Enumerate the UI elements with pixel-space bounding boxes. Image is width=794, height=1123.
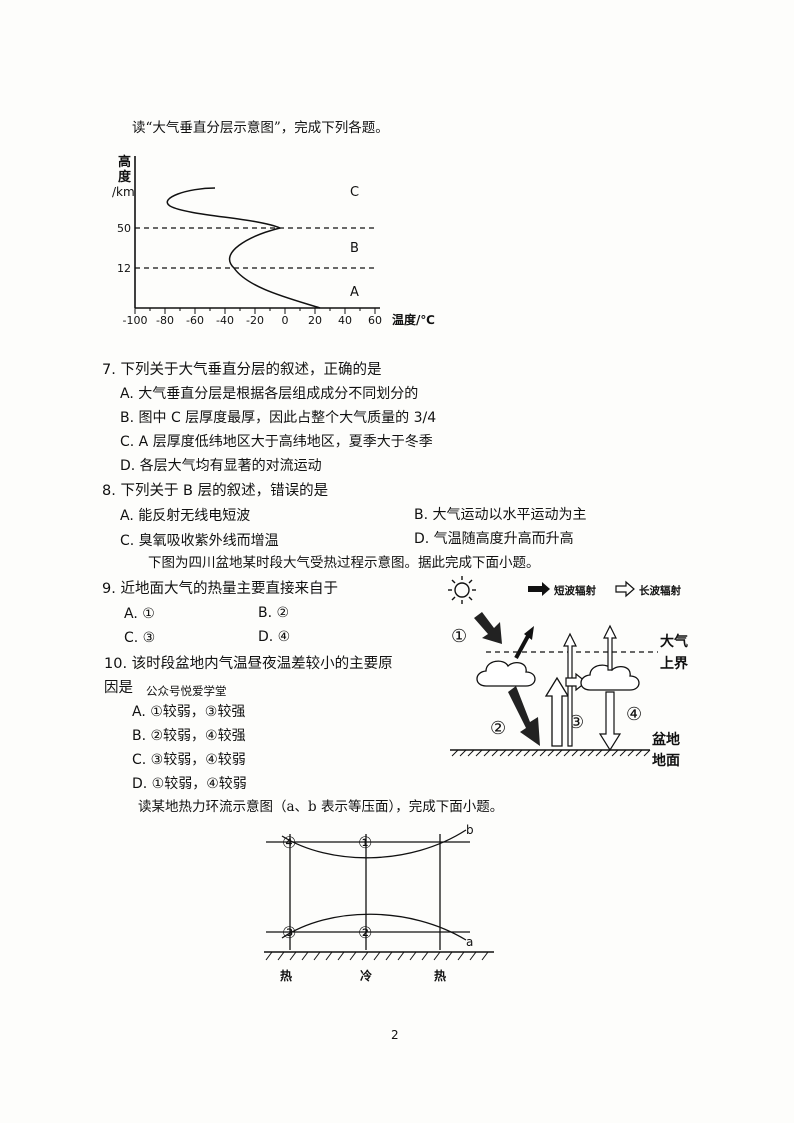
label-atmosphere-2: 上界 bbox=[660, 656, 689, 672]
marker-4: ④ bbox=[626, 704, 642, 725]
incoming-short-wave-arrow bbox=[474, 612, 502, 644]
isobar-b bbox=[281, 829, 467, 859]
long-wave-legend-icon bbox=[615, 580, 635, 598]
label-atmosphere-1: 大气 bbox=[660, 633, 688, 650]
marker-2: ② bbox=[490, 718, 506, 739]
q10-stem-line2: 因是 bbox=[104, 680, 133, 696]
q9-stem: 9. 近地面大气的热量主要直接来自于 bbox=[102, 581, 338, 597]
x-tick-label: -60 bbox=[186, 314, 204, 327]
q7-option-d: D. 各层大气均有显著的对流运动 bbox=[120, 458, 322, 474]
point-1: ① bbox=[358, 833, 372, 852]
label-a: a bbox=[466, 935, 473, 949]
atmospheric-heating-diagram: 短波辐射 长波辐射 大气 上界 ① ② ③ ④ bbox=[448, 576, 689, 769]
thermal-circulation-diagram: ④ ① ③ ② b a 热 冷 热 bbox=[264, 823, 494, 983]
q7-stem: 7. 下列关于大气垂直分层的叙述，正确的是 bbox=[102, 362, 382, 378]
q10-option-d: D. ①较弱，④较弱 bbox=[132, 776, 247, 792]
reflected-short-wave-arrow bbox=[514, 626, 534, 659]
y-title-2: 度 bbox=[118, 169, 132, 185]
legend-short-wave: 短波辐射 bbox=[554, 584, 596, 597]
intro-text-1: 读“大气垂直分层示意图”，完成下列各题。 bbox=[132, 120, 389, 136]
marker-1: ① bbox=[451, 626, 467, 647]
point-4: ④ bbox=[282, 833, 296, 852]
layer-label-c: C bbox=[350, 185, 359, 200]
x-tick-label: -40 bbox=[216, 314, 234, 327]
sun-icon bbox=[448, 576, 476, 604]
legend-long-wave: 长波辐射 bbox=[639, 584, 681, 597]
point-3: ③ bbox=[282, 923, 296, 942]
q8-stem: 8. 下列关于 B 层的叙述，错误的是 bbox=[102, 483, 329, 499]
ground-hatching bbox=[451, 749, 651, 757]
page-number: 2 bbox=[391, 1028, 399, 1042]
x-tick-label: -20 bbox=[246, 314, 264, 327]
intro-text-2: 下图为四川盆地某时段大气受热过程示意图。据此完成下面小题。 bbox=[148, 555, 540, 571]
label-b: b bbox=[466, 823, 474, 837]
ground-label-hot-right: 热 bbox=[434, 968, 446, 983]
y-tick-12: 12 bbox=[117, 262, 131, 275]
q7-option-a: A. 大气垂直分层是根据各层组成成分不同划分的 bbox=[120, 386, 419, 402]
intro-text-3: 读某地热力环流示意图（a、b 表示等压面），完成下面小题。 bbox=[138, 799, 504, 815]
temperature-curve bbox=[166, 187, 321, 309]
watermark-text: 公众号悦爱学堂 bbox=[146, 684, 227, 698]
short-wave-legend-icon bbox=[528, 582, 550, 596]
long-wave-to-cloud-arrow bbox=[565, 672, 587, 692]
ground-long-wave-arrow bbox=[544, 676, 570, 747]
isobar-a bbox=[281, 913, 467, 941]
q8-option-d: D. 气温随高度升高而升高 bbox=[414, 531, 574, 547]
atmosphere-layer-chart: 高 度 /km 50 12 C B A -100 -80 -60 -40 -20… bbox=[112, 154, 435, 327]
x-tick-label: 60 bbox=[368, 314, 382, 327]
x-tick-label: 40 bbox=[338, 314, 352, 327]
label-basin-2: 地面 bbox=[652, 752, 680, 769]
q8-option-b: B. 大气运动以水平运动为主 bbox=[414, 507, 587, 523]
ground-label-hot-left: 热 bbox=[280, 968, 292, 983]
ground-hatching bbox=[265, 951, 489, 961]
short-wave-to-ground-arrow bbox=[508, 686, 540, 746]
q7-option-c: C. A 层厚度低纬地区大于高纬地区，夏季大于冬季 bbox=[120, 434, 433, 450]
q9-option-c: C. ③ bbox=[124, 630, 156, 646]
q10-stem-line1: 10. 该时段盆地内气温昼夜温差较小的主要原 bbox=[104, 656, 393, 672]
ground-label-cold: 冷 bbox=[360, 968, 372, 983]
q7-option-b: B. 图中 C 层厚度最厚，因此占整个大气质量的 3/4 bbox=[120, 410, 437, 426]
x-tick-label: -100 bbox=[123, 314, 148, 327]
q10-option-a: A. ①较弱，③较强 bbox=[132, 704, 246, 720]
layer-label-a: A bbox=[350, 285, 359, 300]
q9-option-b: B. ② bbox=[258, 605, 290, 621]
q8-option-c: C. 臭氧吸收紫外线而增温 bbox=[120, 533, 279, 549]
q9-option-d: D. ④ bbox=[258, 629, 291, 645]
y-title-1: 高 bbox=[118, 154, 131, 170]
y-tick-50: 50 bbox=[117, 222, 131, 235]
q8-option-a: A. 能反射无线电短波 bbox=[120, 508, 251, 524]
x-tick-label: 20 bbox=[308, 314, 322, 327]
x-tick-label: 0 bbox=[282, 314, 289, 327]
y-title-3: /km bbox=[112, 185, 135, 199]
point-2: ② bbox=[358, 923, 372, 942]
long-wave-escape-arrow bbox=[563, 632, 577, 747]
x-axis-title: 温度/℃ bbox=[392, 312, 435, 327]
q9-option-a: A. ① bbox=[124, 606, 155, 622]
x-tick-label: -80 bbox=[156, 314, 174, 327]
cloud-left-icon bbox=[476, 660, 536, 687]
q10-option-b: B. ②较弱，④较强 bbox=[132, 728, 246, 744]
x-ticks bbox=[134, 308, 376, 314]
counter-radiation-arrow bbox=[598, 624, 622, 752]
q10-option-c: C. ③较弱，④较弱 bbox=[132, 752, 246, 768]
layer-label-b: B bbox=[350, 241, 359, 256]
label-basin-1: 盆地 bbox=[651, 731, 680, 748]
